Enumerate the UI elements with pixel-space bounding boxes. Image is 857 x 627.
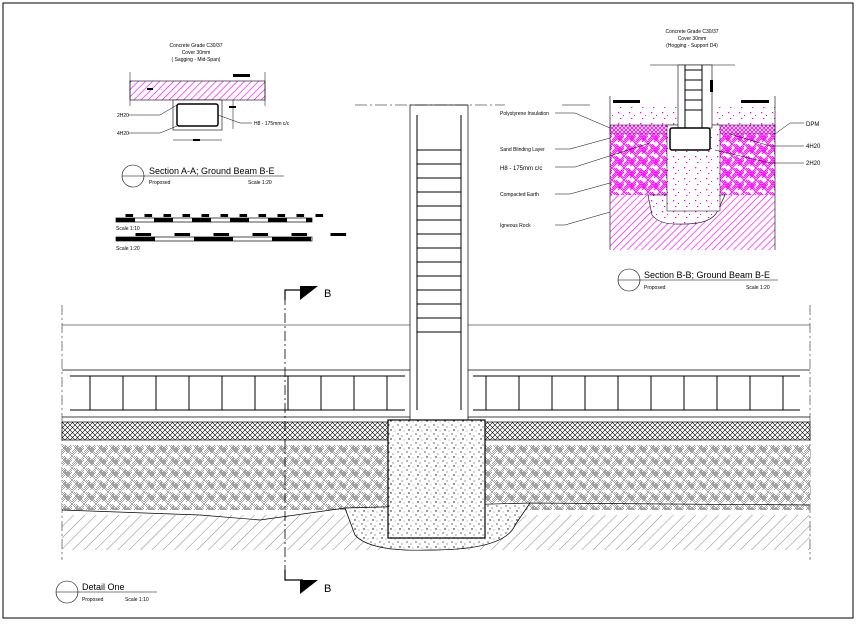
section-aa-note-case: ( Sagging - Mid-Span)	[172, 57, 221, 63]
section-marker-b-bottom: B	[324, 583, 331, 595]
scale-bar-1-20-label: Scale 1:20	[116, 246, 140, 252]
section-bb-label-dpm: DPM	[806, 122, 819, 128]
section-aa-label-links: H8 - 175mm c/c	[254, 121, 290, 127]
section-bb-status: Proposed	[644, 285, 666, 291]
section-bb: Concrete Grade C30/37 Cover 30mm (Hoggin…	[500, 29, 821, 292]
section-bb-label-top-bars: 2H20	[806, 161, 821, 167]
section-aa-scale: Scale 1:20	[248, 180, 272, 186]
section-bb-note-grade: Concrete Grade C30/37	[665, 29, 718, 35]
section-aa-slab	[129, 80, 266, 101]
section-bb-label-links: H8 - 175mm c/c	[500, 166, 542, 172]
detail-one-pad-footing	[387, 419, 486, 539]
section-bb-label-rock: Igneous Rock	[500, 223, 531, 229]
section-aa-note-grade: Concrete Grade C30/37	[169, 43, 222, 49]
section-bb-note-case: (Hogging - Support D4)	[666, 43, 718, 49]
section-aa-note-cover: Cover 30mm	[182, 50, 211, 56]
sheet-border	[2, 2, 854, 619]
scale-bar-1-10-label: Scale 1:10	[116, 226, 140, 232]
section-bb-label-sand: Sand Blinding Layer	[500, 147, 545, 153]
section-bb-note-cover: Cover 30mm	[678, 36, 707, 42]
detail-one-status: Proposed	[82, 597, 104, 603]
section-aa-title: Section A-A; Ground Beam B-E	[149, 166, 275, 176]
section-bb-label-insulation: Polystyrene Insulation	[500, 111, 549, 117]
section-bb-label-earth: Compacted Earth	[500, 192, 539, 198]
section-marker-b-top: B	[324, 288, 331, 300]
section-aa-label-bottom-bars: 4H20	[117, 131, 129, 137]
section-bb-label-bottom-bars: 4H20	[806, 144, 821, 150]
detail-one-scale: Scale 1:10	[125, 597, 149, 603]
section-bb-column	[677, 64, 713, 129]
section-bb-scale: Scale 1:20	[746, 285, 770, 291]
detail-one-title: Detail One	[82, 582, 125, 592]
section-aa-status: Proposed	[149, 180, 171, 186]
section-aa-label-top-bars: 2H20	[117, 113, 129, 119]
section-bb-link	[669, 127, 711, 151]
detail-one: B B Detail One Proposed Scale 1:10	[55, 104, 811, 604]
scale-bars: Scale 1:10 Scale 1:20	[115, 214, 347, 252]
section-bb-title: Section B-B; Ground Beam B-E	[644, 270, 770, 280]
section-aa: Concrete Grade C30/37 Cover 30mm ( Saggi…	[117, 43, 290, 188]
section-aa-beam	[172, 99, 223, 131]
